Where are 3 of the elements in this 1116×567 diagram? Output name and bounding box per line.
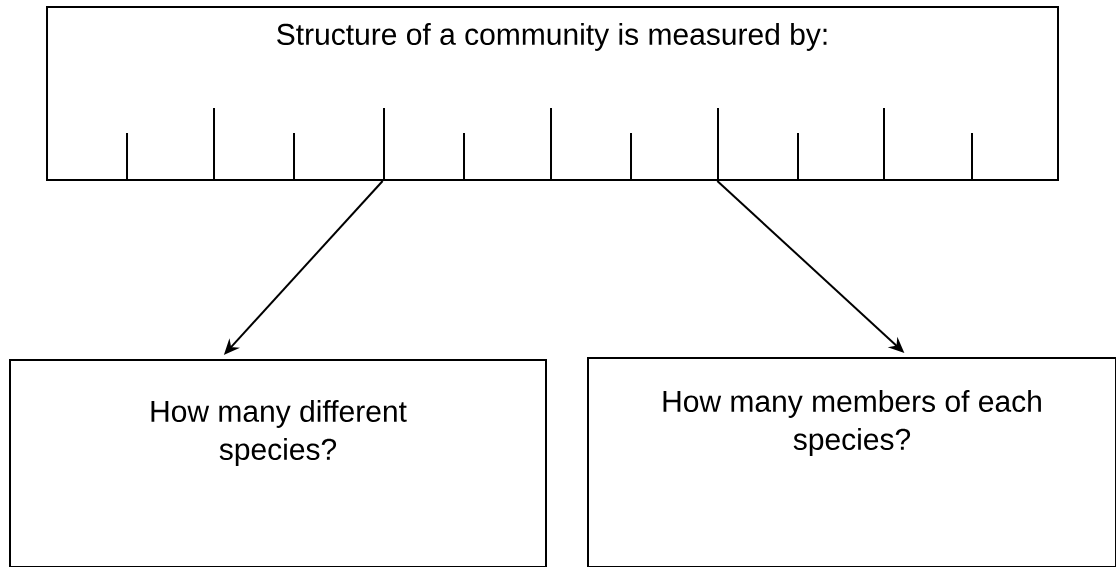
question-box: How many different species?	[9, 359, 547, 567]
ruler-box: Structure of a community is measured by:	[46, 6, 1059, 181]
question-box: How many members of each species?	[587, 357, 1116, 567]
